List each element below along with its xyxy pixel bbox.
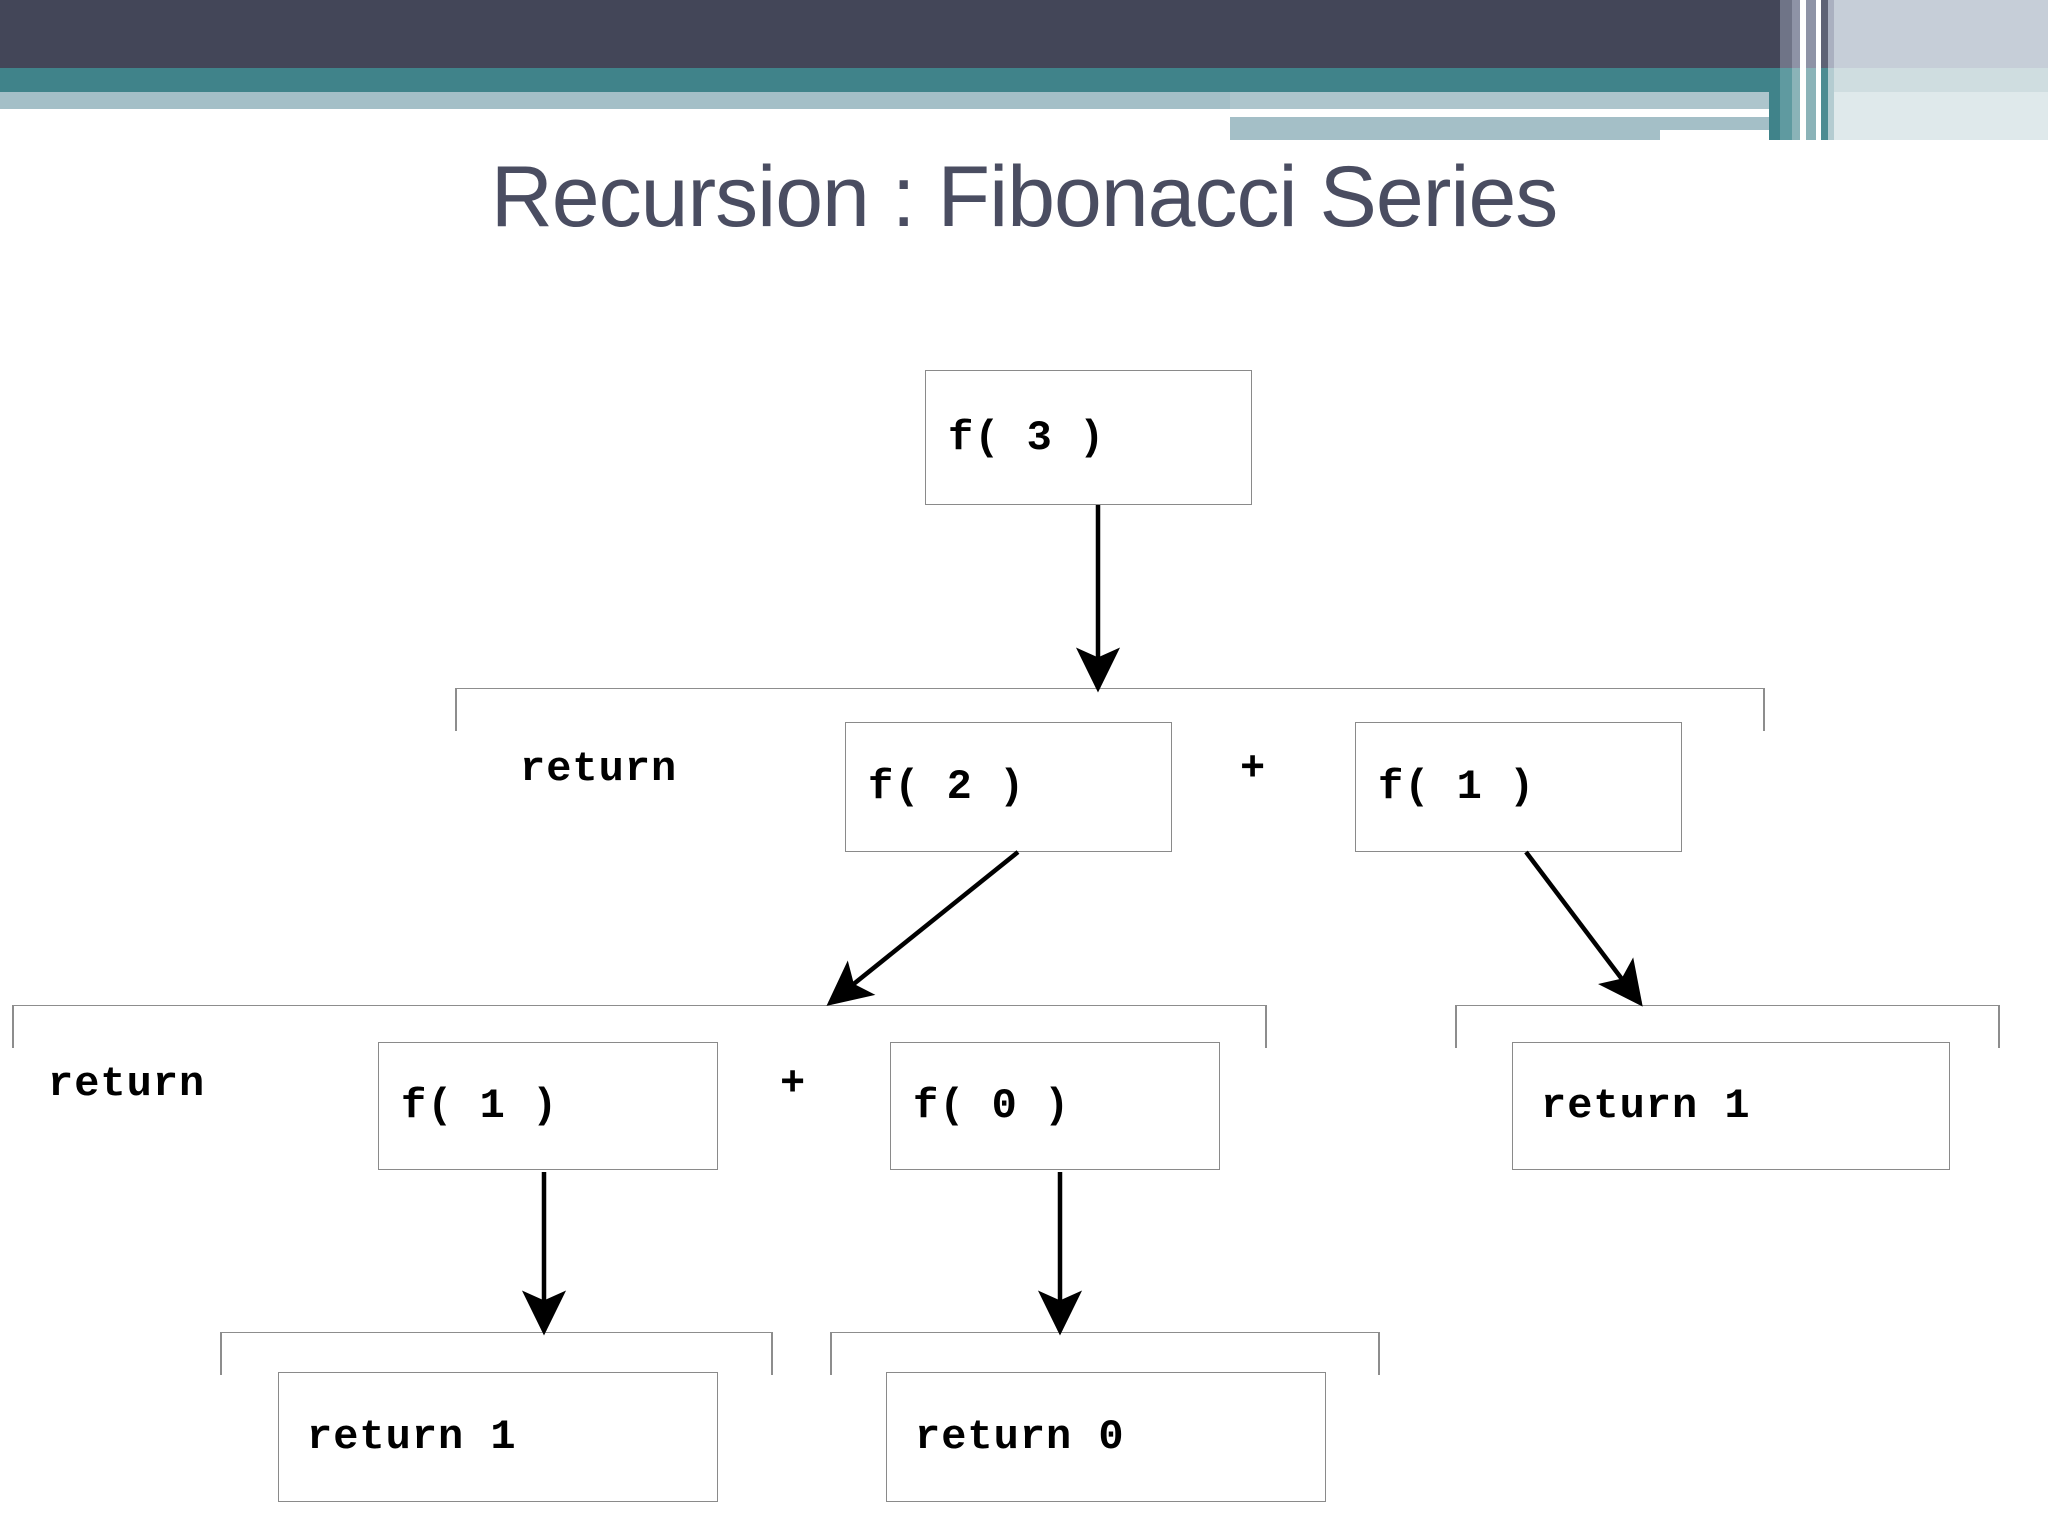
node-return-1-bottom[interactable]: return 1 [278,1372,718,1502]
header-stripe-teal-8 [1828,68,1834,140]
node-f1-right[interactable]: f( 1 ) [1355,722,1682,852]
return-keyword-level-2: return [48,1060,206,1108]
bracket-level-3-left [220,1332,773,1375]
node-return-1-right[interactable]: return 1 [1512,1042,1950,1170]
header-stripe-teal-3 [1792,68,1800,140]
page-title: Recursion : Fibonacci Series [490,149,1559,245]
header-stripe-teal-4 [1800,68,1806,140]
header-stripe-teal-5 [1806,68,1816,140]
header-light-band-2 [1230,92,1769,109]
header-stripe-teal-1 [1769,68,1780,140]
header-stripe-teal-2 [1780,68,1792,140]
header-stripe-bottom-9 [1834,92,2048,140]
header-white-gap-1 [1230,109,1660,117]
operator-plus-level-1: + [1240,745,1267,793]
arrow-f1right-to-level2right [1524,850,1643,1007]
return-keyword-level-1: return [520,745,678,793]
node-return-0-bottom[interactable]: return 0 [886,1372,1326,1502]
bracket-level-3-right [830,1332,1380,1375]
header-stripe-teal-6 [1816,68,1821,140]
header-light-band-1 [0,92,1230,109]
node-f3[interactable]: f( 3 ) [925,370,1252,505]
header-stripe-teal-7 [1821,68,1828,140]
header-dark-band [0,0,1769,68]
bracket-level-2-left [12,1005,1267,1048]
node-f0[interactable]: f( 0 ) [890,1042,1220,1170]
bracket-level-2-right [1455,1005,2000,1048]
node-f2[interactable]: f( 2 ) [845,722,1172,852]
arrow-f2-to-level2 [826,850,1020,1006]
header-teal-band [0,68,1769,92]
bracket-level-1 [455,688,1765,731]
operator-plus-level-2: + [780,1060,807,1108]
node-f1-left[interactable]: f( 1 ) [378,1042,718,1170]
header-light-band-3 [1230,117,1769,140]
slide-header-decoration [0,0,2048,140]
